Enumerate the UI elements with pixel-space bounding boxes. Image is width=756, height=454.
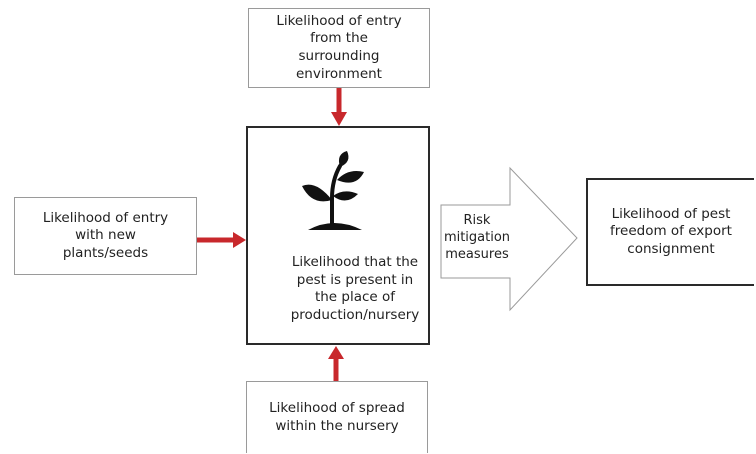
mitigation-line-1: Risk [463, 213, 491, 228]
box-spread-nursery: Likelihood of spread within the nursery [246, 381, 428, 453]
box-pest-present-line-2: pest is present in [296, 271, 414, 288]
box-entry-environment: Likelihood of entry from the surrounding… [248, 8, 430, 88]
box-entry-plants-seeds: Likelihood of entry with new plants/seed… [14, 197, 197, 275]
mitigation-line-2: mitigation [443, 230, 511, 246]
box-pest-present: Likelihood that the pest is present in t… [246, 126, 430, 345]
connector-top-to-center [331, 88, 347, 126]
box-entry-plants-seeds-line-2: with new [75, 227, 136, 244]
box-pest-present-line-3: the place of [314, 289, 396, 306]
mitigation-arrow-label: Risk mitigation measures [441, 212, 513, 263]
mitigation-line-3: measures [445, 247, 509, 263]
connector-bottom-to-center [328, 346, 344, 381]
box-pest-freedom-line-2: freedom of export [610, 223, 732, 240]
mitigation-arrow-shape [440, 166, 578, 312]
box-pest-freedom-line-1: Likelihood of pest [611, 205, 731, 222]
box-entry-environment-line-2: from the [310, 30, 368, 47]
box-pest-present-line-1: Likelihood that the [291, 254, 419, 270]
connector-left-to-center [197, 232, 246, 248]
box-entry-plants-seeds-line-1: Likelihood of entry [42, 209, 169, 226]
box-entry-environment-line-1: Likelihood of entry [276, 12, 402, 29]
box-spread-nursery-line-1: Likelihood of spread [269, 399, 405, 416]
box-entry-plants-seeds-line-3: plants/seeds [62, 244, 149, 261]
box-pest-freedom: Likelihood of pest freedom of export con… [586, 178, 754, 286]
plant-seedling-icon [302, 151, 364, 230]
box-spread-nursery-line-2: within the nursery [275, 417, 399, 434]
box-entry-environment-line-3: surrounding [298, 48, 380, 64]
box-pest-freedom-line-3: consignment [627, 240, 715, 257]
box-pest-present-line-4: production/nursery [290, 306, 420, 323]
box-entry-environment-line-4: environment [296, 65, 382, 82]
